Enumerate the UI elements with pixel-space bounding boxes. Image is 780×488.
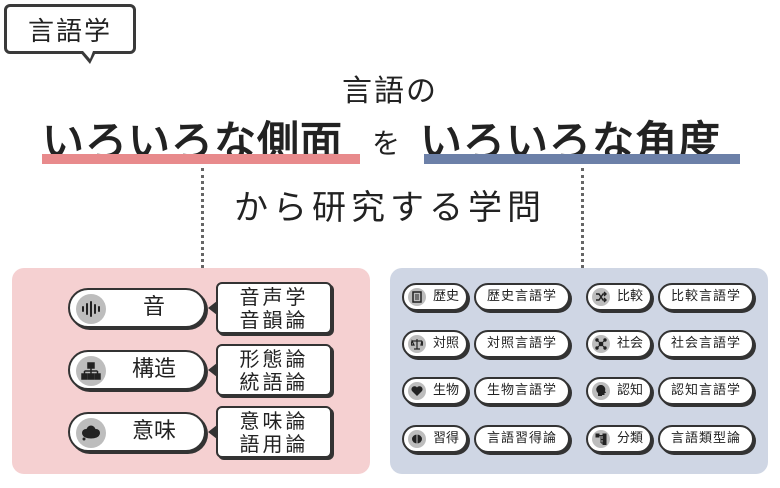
sound-wave-icon: [76, 294, 106, 324]
scroll-icon: [408, 288, 426, 306]
aspect-fields-box: 意味論 語用論: [216, 406, 332, 458]
angle-label: 生物: [432, 383, 459, 398]
angle-label: 比較: [616, 289, 643, 304]
head-icon: [592, 382, 610, 400]
angle-label: 習得: [432, 431, 459, 446]
aspects-underline: [42, 154, 360, 164]
angle-field: 生物言語学: [474, 377, 570, 405]
aspect-fields-box: 形態論 統語論: [216, 344, 332, 396]
heart-icon: [408, 382, 426, 400]
angle-field: 認知言語学: [658, 377, 754, 405]
aspect-sound: 音: [68, 288, 206, 328]
topic-label: 言語学: [27, 16, 112, 47]
right-connector: [581, 168, 584, 268]
network-icon: [592, 335, 610, 353]
aspects-panel: 音 音声学 音韻論 構造 形態論 統語論 意味 意味論 語用論: [12, 268, 370, 474]
field-label: 形態論: [239, 347, 309, 371]
aspect-structure: 構造: [68, 350, 206, 390]
angle-classification: 分類: [586, 425, 652, 453]
angle-label: 認知: [616, 383, 643, 398]
aspect-fields-box: 音声学 音韻論: [216, 282, 332, 334]
angle-field: 社会言語学: [658, 330, 754, 358]
field-label: 意味論: [239, 409, 309, 433]
headline-line1: 言語の: [342, 74, 438, 109]
aspect-label: 音: [142, 295, 165, 320]
aspect-label: 意味: [131, 419, 176, 444]
field-label: 語用論: [239, 432, 309, 456]
shuffle-icon: [592, 288, 610, 306]
angle-label: 歴史: [432, 289, 459, 304]
angle-label: 対照: [432, 336, 459, 351]
headline-line3: から研究する学問: [234, 188, 546, 228]
thought-cloud-icon: [76, 418, 106, 448]
brain-icon: [408, 430, 426, 448]
angle-label: 社会: [616, 336, 643, 351]
field-label: 統語論: [239, 370, 309, 394]
topic-tag: 言語学: [4, 4, 136, 54]
scale-icon: [408, 335, 426, 353]
angle-label: 分類: [616, 431, 643, 446]
angle-field: 対照言語学: [474, 330, 570, 358]
angle-field: 歴史言語学: [474, 283, 570, 311]
angle-field: 言語習得論: [474, 425, 570, 453]
angle-contrast: 対照: [402, 330, 468, 358]
angle-history: 歴史: [402, 283, 468, 311]
angle-society: 社会: [586, 330, 652, 358]
aspect-label: 構造: [131, 357, 176, 382]
tree-icon: [592, 430, 610, 448]
aspect-meaning: 意味: [68, 412, 206, 452]
angle-biology: 生物: [402, 377, 468, 405]
angle-field: 言語類型論: [658, 425, 754, 453]
angle-field: 比較言語学: [658, 283, 754, 311]
left-connector: [201, 168, 204, 268]
field-label: 音韻論: [239, 308, 309, 332]
hierarchy-icon: [76, 356, 106, 386]
angle-comparison: 比較: [586, 283, 652, 311]
angle-cognition: 認知: [586, 377, 652, 405]
field-label: 音声学: [239, 285, 309, 309]
angles-underline: [424, 154, 740, 164]
angle-acquisition: 習得: [402, 425, 468, 453]
angles-panel: 歴史 歴史言語学 比較 比較言語学 対照 対照言語学 社会 社会言語学 生物 生…: [390, 268, 768, 474]
headline-connector: を: [372, 127, 401, 160]
